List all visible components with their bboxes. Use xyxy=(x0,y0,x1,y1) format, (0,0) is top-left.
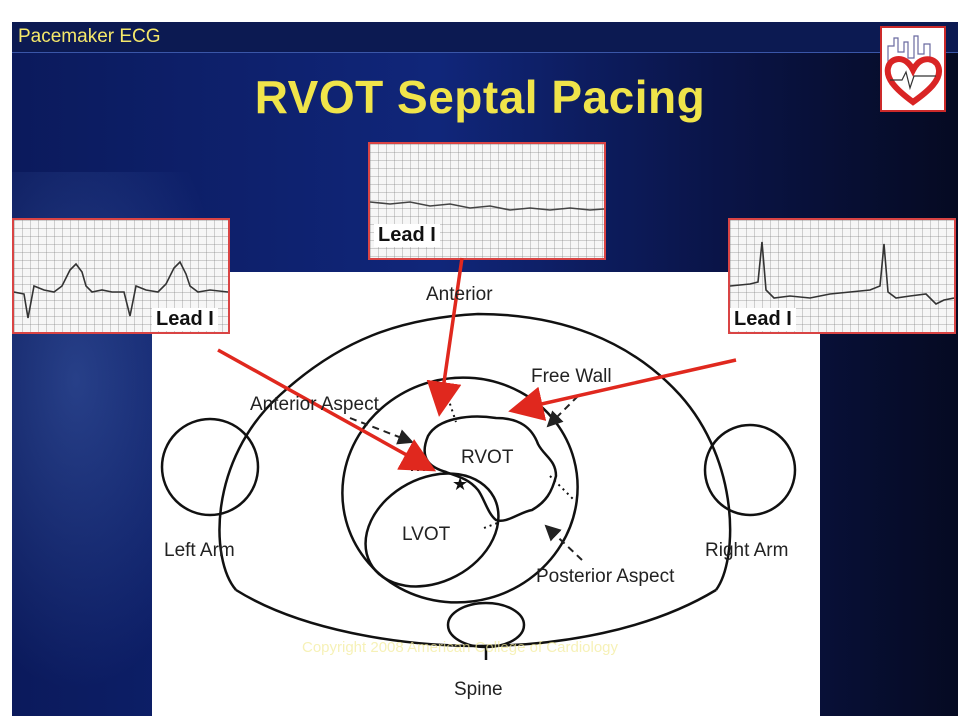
red-arrow-left xyxy=(217,348,437,472)
ecg-trace-left xyxy=(14,260,228,319)
ecg-strip-right-label: Lead I xyxy=(730,308,796,331)
label-anterior: Anterior xyxy=(426,284,493,305)
rvot-shape xyxy=(423,415,558,523)
label-right-arm: Right Arm xyxy=(705,540,788,561)
copyright-watermark: Copyright 2008 American College of Cardi… xyxy=(302,639,619,656)
label-free-wall: Free Wall xyxy=(531,366,612,387)
star-marker: ★ xyxy=(452,474,468,494)
ecg-strip-top: Lead I xyxy=(368,142,606,260)
left-arm-shape xyxy=(160,417,260,517)
ecg-strip-right: Lead I xyxy=(728,218,956,334)
red-arrow-right xyxy=(508,358,737,421)
red-arrow-top xyxy=(426,257,464,417)
cross-section-panel xyxy=(152,272,820,716)
lvot-shape xyxy=(364,472,500,588)
ecg-strip-top-label: Lead I xyxy=(374,224,440,247)
label-lvot: LVOT xyxy=(402,524,451,545)
header-bar: Pacemaker ECG xyxy=(12,22,958,53)
ecg-trace-right xyxy=(730,241,954,305)
label-spine: Spine xyxy=(454,679,503,700)
heart-skyline-icon xyxy=(884,35,943,106)
acc-logo xyxy=(880,26,946,112)
right-arm-shape xyxy=(703,423,797,517)
label-left-arm: Left Arm xyxy=(164,540,235,561)
ecg-strip-left: Lead I xyxy=(12,218,230,334)
thorax-lower-curve xyxy=(235,588,717,648)
ecg-trace-top xyxy=(370,201,604,211)
ecg-strip-left-label: Lead I xyxy=(152,308,218,331)
section-title: Pacemaker ECG xyxy=(18,26,161,47)
label-posterior-aspect: Posterior Aspect xyxy=(536,566,675,587)
thorax-outline xyxy=(218,312,732,591)
label-anterior-aspect: Anterior Aspect xyxy=(250,394,380,415)
slide-title: RVOT Septal Pacing xyxy=(254,71,706,123)
label-rvot: RVOT xyxy=(461,447,514,468)
